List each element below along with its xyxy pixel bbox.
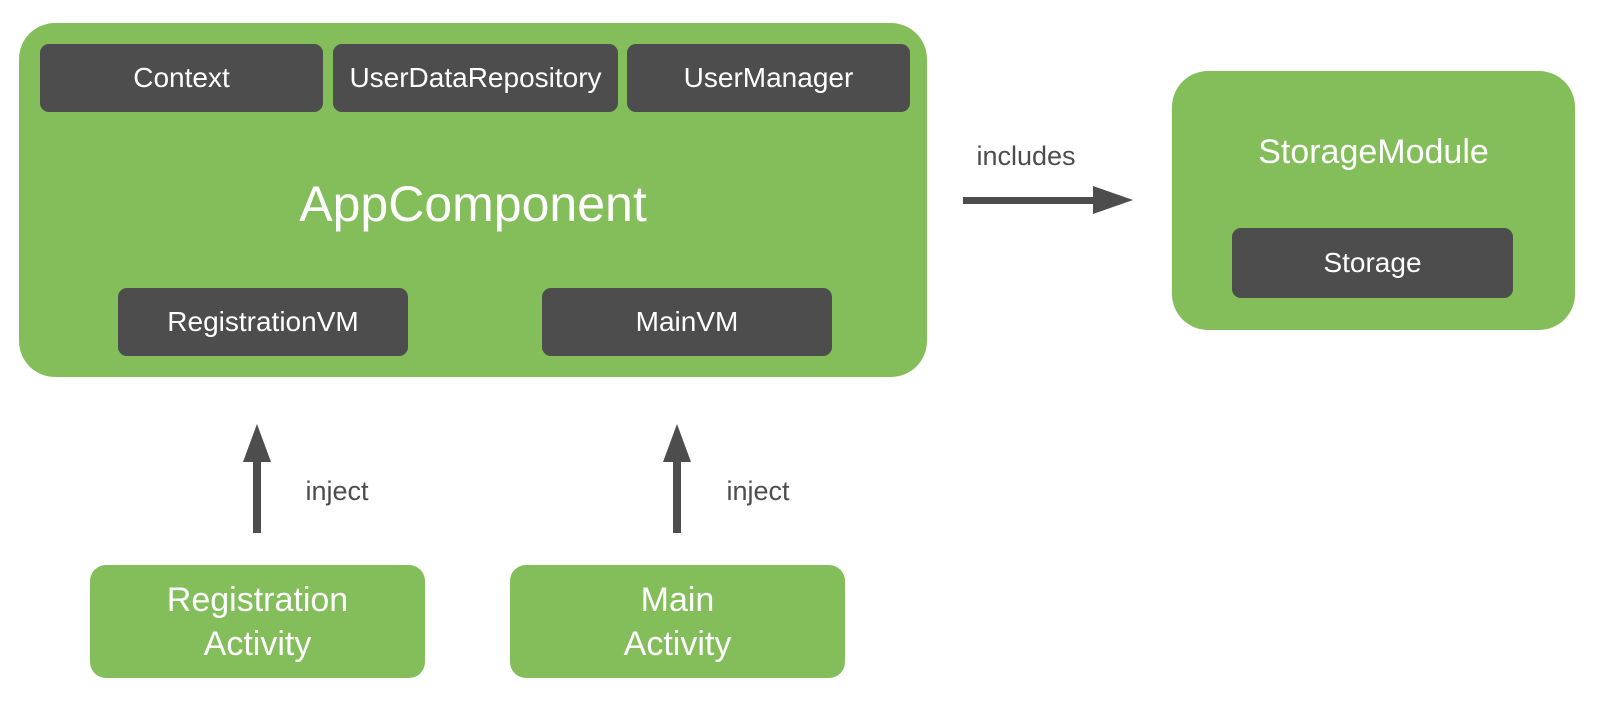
storage-node: Storage [1232,228,1513,298]
registration-vm-label: RegistrationVM [167,306,359,337]
includes-arrow-shaft [963,197,1095,204]
context-label: Context [133,62,230,93]
context-node: Context [40,44,323,112]
user-manager-label: UserManager [683,62,854,93]
inject-arrow-registration-shaft [253,460,261,533]
app-component-box: Context UserDataRepository UserManager A… [19,23,927,377]
includes-label: includes [976,141,1076,171]
inject-arrow-main-shaft [673,460,681,533]
user-data-repository-label: UserDataRepository [349,62,602,93]
registration-activity-label-line2: Activity [203,624,312,663]
inject-label-registration: inject [305,476,369,506]
includes-arrow-head [1093,186,1133,214]
inject-label-main: inject [726,476,790,506]
app-component-title: AppComponent [299,176,647,232]
main-vm-label: MainVM [635,306,739,337]
main-activity-label-line2: Activity [623,624,732,663]
registration-activity-label-line1: Registration [166,580,349,619]
main-activity-box: Main Activity [510,565,845,678]
registration-activity-box: Registration Activity [90,565,425,678]
storage-module-box: StorageModule Storage [1172,71,1575,330]
main-vm-node: MainVM [542,288,832,356]
storage-label: Storage [1323,247,1422,278]
user-data-repository-node: UserDataRepository [333,44,618,112]
storage-module-title: StorageModule [1258,133,1489,171]
user-manager-node: UserManager [627,44,910,112]
inject-arrow-main-head [663,424,691,462]
registration-vm-node: RegistrationVM [118,288,408,356]
main-activity-label-line1: Main [640,580,715,619]
inject-arrow-registration-head [243,424,271,462]
